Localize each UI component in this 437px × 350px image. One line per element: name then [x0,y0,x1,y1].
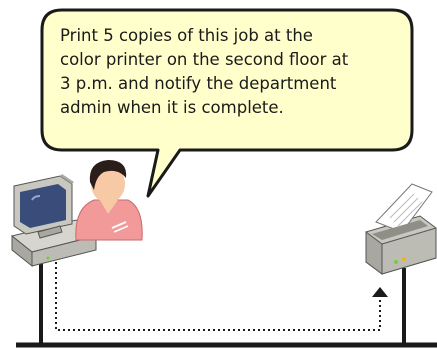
speech-line-1: Print 5 copies of this job at the [60,24,410,48]
speech-line-4: admin when it is complete. [60,96,410,120]
speech-bubble-text: Print 5 copies of this job at the color … [60,24,410,120]
printer-icon [366,184,436,274]
data-flow-path [56,262,380,330]
arrow-up-icon [372,287,388,297]
user-icon [76,160,142,240]
speech-line-3: 3 p.m. and notify the department [60,72,410,96]
speech-line-2: color printer on the second floor at [60,48,410,72]
